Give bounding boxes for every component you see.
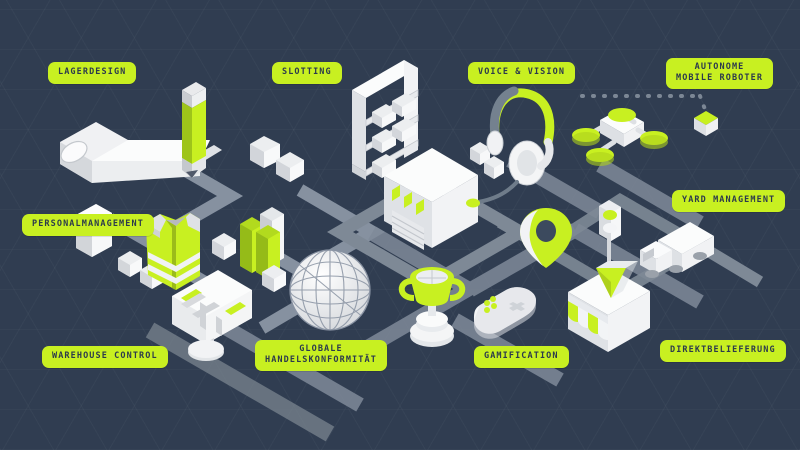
- globe-wireframe-icon: [289, 249, 371, 331]
- mobile-robot-icon: [694, 111, 718, 136]
- map-pin-icon: [520, 208, 572, 268]
- gamepad-icon: [474, 287, 536, 339]
- drone-icon: [572, 108, 668, 166]
- label-direktbelieferung[interactable]: DIREKTBELIEFERUNG: [660, 340, 786, 362]
- safety-vest-icon: [146, 213, 200, 290]
- down-arrow-icon: [596, 261, 638, 298]
- label-personalmanagement[interactable]: PERSONALMANAGEMENT: [22, 214, 154, 236]
- label-slotting[interactable]: SLOTTING: [272, 62, 342, 84]
- label-globale-handelskonformitaet[interactable]: GLOBALE HANDELSKONFORMITÄT: [255, 340, 387, 371]
- pallet-stack-icon: [212, 136, 304, 292]
- shelving-rack-icon: [352, 60, 419, 180]
- warehouse-building-icon: [384, 142, 504, 250]
- headset-icon: [466, 86, 555, 208]
- pencil-icon: [182, 82, 206, 178]
- label-voice-vision[interactable]: VOICE & VISION: [468, 62, 576, 84]
- label-lagerdesign[interactable]: LAGERDESIGN: [48, 62, 137, 84]
- trophy-icon: [398, 267, 466, 347]
- label-yard-management[interactable]: YARD MANAGEMENT: [672, 190, 786, 212]
- shop-building-icon: [568, 268, 650, 352]
- label-warehouse-control[interactable]: WAREHOUSE CONTROL: [42, 346, 168, 368]
- label-autonome-mobile-roboter[interactable]: AUTONOME MOBILE ROBOTER: [666, 58, 774, 89]
- traffic-light-icon: [599, 200, 621, 266]
- paper-roll-icon: [60, 122, 222, 183]
- monitor-dashboard-icon: [172, 270, 252, 361]
- label-gamification[interactable]: GAMIFICATION: [474, 346, 569, 368]
- delivery-truck-icon: [640, 222, 714, 278]
- drone-flight-path: [580, 94, 708, 114]
